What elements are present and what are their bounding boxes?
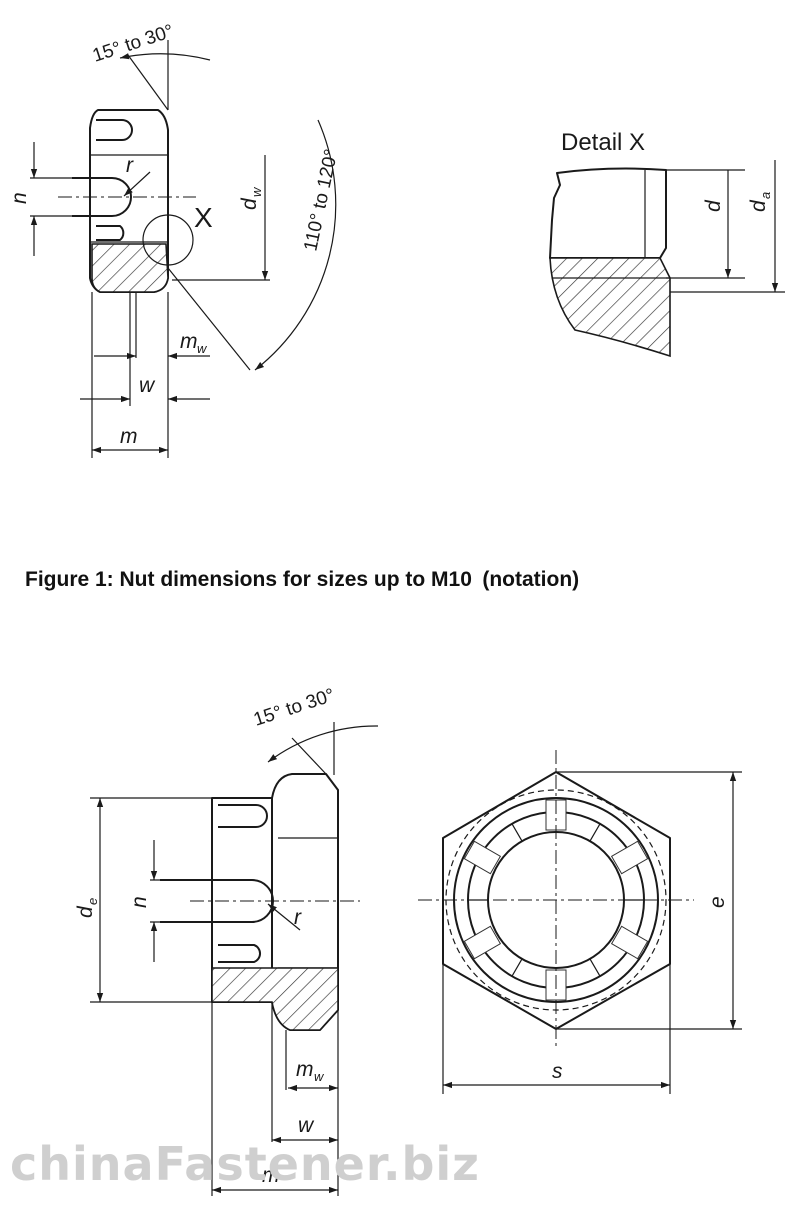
figure1-mw-letter: m [180, 330, 198, 353]
figure1-mw-label: m w [180, 330, 208, 356]
detail-x-section-hatch [549, 257, 671, 358]
figure1-dw-subscript: w [249, 186, 264, 197]
figure1-r-label: r [126, 154, 134, 177]
figure1-dw-letter: d [238, 197, 261, 210]
figure2-chamfer-angle-label: 15° to 30° [251, 685, 337, 731]
figure1-section-hatch [91, 243, 169, 293]
figure1-mw-subscript: w [197, 341, 208, 356]
caption-bold-text: Figure 1: Nut dimensions for sizes up to… [25, 568, 472, 591]
detail-x-circle [142, 214, 194, 266]
figure2-de-subscript: e [85, 898, 100, 905]
watermark: chinaFastener.biz [10, 1137, 480, 1191]
figure2-de-label: d e [74, 898, 100, 918]
figure2-r-label: r [294, 906, 302, 929]
caption-plain-text: (notation) [482, 568, 579, 591]
figure2-top-view [418, 750, 742, 1094]
detail-da-subscript: a [758, 192, 773, 199]
figure2-w-label: w [298, 1114, 315, 1137]
detail-da-label: d a [747, 192, 773, 212]
figure2-n-label: n [128, 896, 151, 908]
figure2-side-view [90, 722, 379, 1196]
figure2-de-letter: d [74, 905, 97, 918]
detail-x-marker: X [194, 202, 213, 233]
figure2-mw-label: m w [296, 1058, 325, 1084]
figure2-e-label: e [706, 896, 729, 908]
figure2-mw-subscript: w [314, 1069, 325, 1084]
figure1-w-label: w [139, 374, 156, 397]
figure2-section-hatch [211, 967, 339, 1031]
detail-x-title: Detail X [561, 129, 645, 156]
figure-caption: Figure 1: Nut dimensions for sizes up to… [25, 568, 579, 591]
figure2-s-label: s [552, 1060, 563, 1083]
figure1-n-label: n [8, 192, 31, 204]
figure1-side-view [30, 40, 337, 458]
figure1-detail-x-view [549, 160, 785, 358]
detail-d-label: d [702, 199, 725, 212]
figure1-m-label: m [120, 425, 138, 448]
figure1-dw-label: d w [238, 186, 264, 210]
figure2-mw-letter: m [296, 1058, 314, 1081]
figure1-chamfer-angle-label: 15° to 30° [90, 21, 176, 67]
detail-da-letter: d [747, 199, 770, 212]
figure2-m-label: m [262, 1164, 280, 1187]
